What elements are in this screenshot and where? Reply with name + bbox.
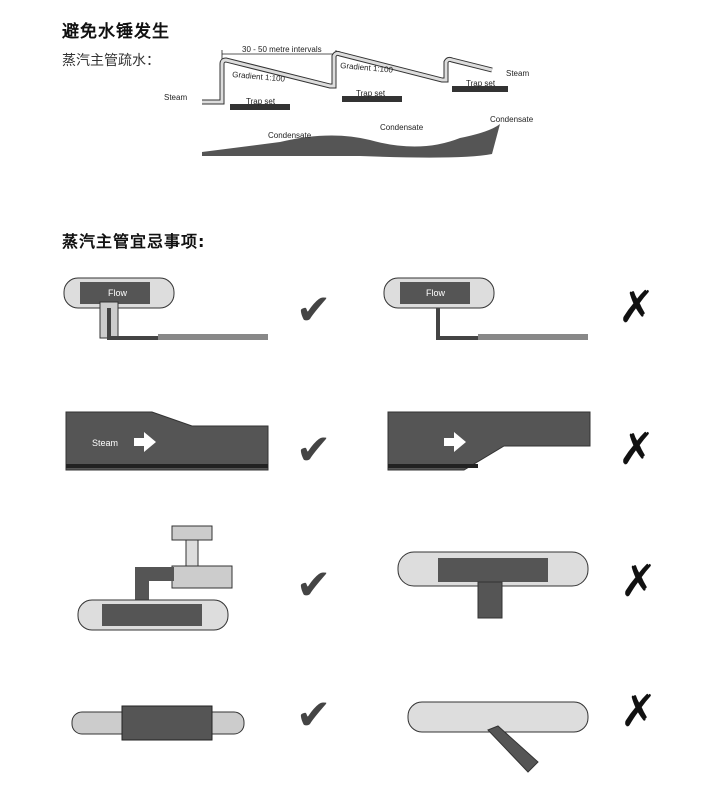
flow-label-bad: Flow (426, 288, 446, 298)
cross-mark-3: ✗ (620, 556, 657, 607)
cross-mark-2: ✗ (618, 424, 655, 475)
check-mark-2: ✔ (296, 425, 332, 474)
interval-label: 30 - 50 metre intervals (242, 45, 322, 54)
subtitle: 蒸汽主管疏水： (62, 53, 160, 69)
bad-strainer (407, 701, 589, 773)
bad-branch-bottom (397, 551, 589, 619)
condensate-label-1: Condensate (268, 131, 312, 140)
trap-set-label-2: Trap set (356, 89, 386, 98)
condensate-label-2: Condensate (380, 123, 424, 132)
condensate-label-3: Condensate (490, 115, 534, 124)
check-mark-4: ✔ (296, 690, 332, 739)
bad-drain-pocket: Flow (383, 277, 588, 340)
gradient-label-2: Gradient 1:100 (340, 61, 394, 75)
trap-set-label-3: Trap set (466, 79, 496, 88)
check-mark-3: ✔ (296, 560, 332, 609)
steam-in-label: Steam (164, 93, 187, 102)
cross-mark-4: ✗ (620, 686, 657, 737)
good-drain-pocket: Flow (63, 277, 268, 340)
good-branch-top (77, 525, 233, 631)
page-title: 避免水锤发生 (62, 22, 170, 42)
good-reducer: Steam (65, 411, 269, 471)
cross-mark-1: ✗ (618, 282, 655, 333)
bad-reducer (387, 411, 591, 471)
section-title: 蒸汽主管宜忌事项: (62, 232, 206, 251)
steam-main-diagram: 30 - 50 metre intervals Gradient 1:100 G… (164, 45, 534, 158)
check-mark-1: ✔ (296, 285, 332, 334)
steam-out-label: Steam (506, 69, 529, 78)
steam-label-good: Steam (92, 438, 118, 448)
flow-label-good: Flow (108, 288, 128, 298)
good-strainer (71, 705, 245, 741)
trap-set-label-1: Trap set (246, 97, 276, 106)
